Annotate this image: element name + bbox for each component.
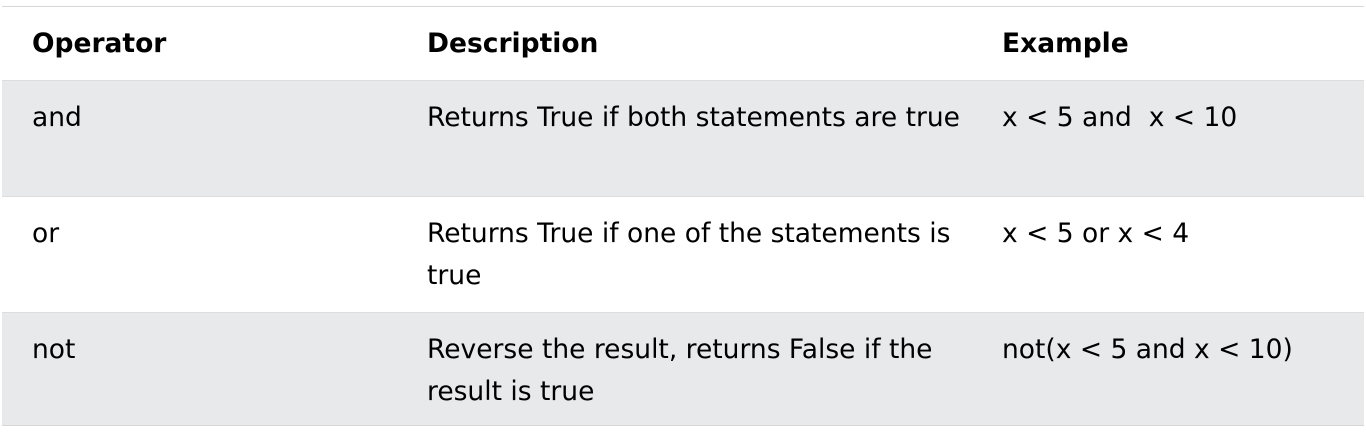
table-row: or Returns True if one of the statements… — [2, 196, 1364, 312]
description-cell: Returns True if both statements are true — [427, 101, 960, 133]
operator-cell: not — [32, 333, 76, 365]
table-header-row: Operator Description Example — [2, 7, 1364, 80]
logical-operators-table-container: Operator Description Example and Returns… — [2, 6, 1364, 426]
table-row: not Reverse the result, returns False if… — [2, 312, 1364, 425]
operator-cell: or — [32, 217, 60, 249]
description-cell: Returns True if one of the statements is… — [427, 217, 951, 291]
logical-operators-table: Operator Description Example and Returns… — [2, 7, 1364, 425]
header-description: Description — [427, 28, 599, 59]
header-example: Example — [1002, 28, 1129, 59]
example-cell: x < 5 and x < 10 — [1002, 101, 1238, 133]
example-cell: not(x < 5 and x < 10) — [1002, 333, 1293, 365]
example-cell: x < 5 or x < 4 — [1002, 217, 1190, 249]
header-operator: Operator — [32, 28, 167, 59]
table-row: and Returns True if both statements are … — [2, 80, 1364, 196]
operator-cell: and — [32, 101, 82, 133]
description-cell: Reverse the result, returns False if the… — [427, 333, 933, 407]
